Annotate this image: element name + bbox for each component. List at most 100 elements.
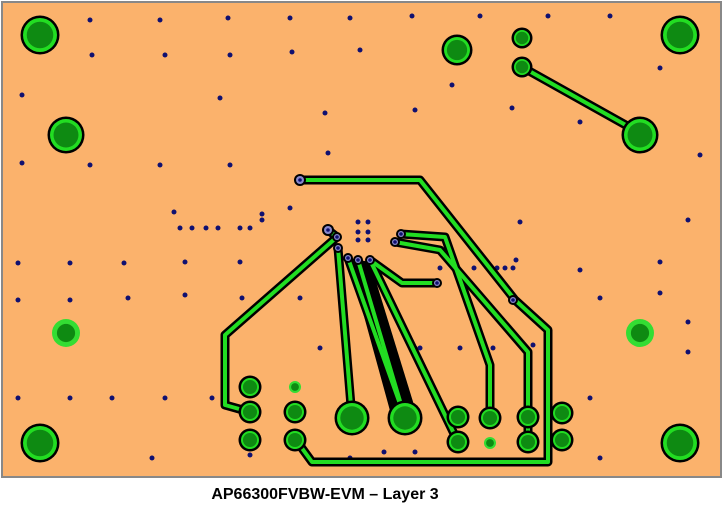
trace bbox=[356, 258, 407, 420]
pad-center bbox=[56, 323, 76, 343]
pad-center bbox=[287, 404, 303, 420]
via bbox=[457, 345, 463, 351]
trace bbox=[368, 258, 460, 444]
trace bbox=[294, 178, 550, 464]
pad-center bbox=[520, 434, 536, 450]
via bbox=[607, 13, 613, 19]
via bbox=[587, 395, 593, 401]
via-hole bbox=[346, 256, 350, 260]
via bbox=[325, 150, 331, 156]
via bbox=[239, 295, 245, 301]
via bbox=[545, 13, 551, 19]
pad-center bbox=[554, 432, 570, 448]
via bbox=[509, 105, 515, 111]
via bbox=[217, 95, 223, 101]
via-hole bbox=[335, 235, 339, 239]
via bbox=[355, 229, 361, 235]
via bbox=[357, 47, 363, 53]
via-hole bbox=[393, 240, 397, 244]
via bbox=[490, 345, 496, 351]
via bbox=[657, 290, 663, 296]
via bbox=[15, 395, 21, 401]
pad-center bbox=[242, 404, 258, 420]
via bbox=[203, 225, 209, 231]
via bbox=[322, 110, 328, 116]
via bbox=[247, 225, 253, 231]
trace-group bbox=[220, 62, 645, 467]
via bbox=[162, 395, 168, 401]
pad-center bbox=[515, 60, 529, 74]
via bbox=[227, 52, 233, 58]
via bbox=[109, 395, 115, 401]
pad-center bbox=[520, 409, 536, 425]
trace bbox=[393, 240, 530, 444]
via bbox=[355, 237, 361, 243]
via bbox=[685, 349, 691, 355]
via bbox=[171, 209, 177, 215]
pad-center bbox=[627, 122, 653, 148]
pad-center bbox=[666, 21, 694, 49]
via bbox=[477, 13, 483, 19]
pad-center bbox=[242, 379, 258, 395]
pad-center bbox=[287, 432, 303, 448]
trace bbox=[368, 258, 439, 285]
via bbox=[449, 82, 455, 88]
via bbox=[577, 267, 583, 273]
pcb-layer-view bbox=[1, 1, 722, 478]
via bbox=[177, 225, 183, 231]
trace bbox=[399, 232, 492, 420]
via bbox=[237, 225, 243, 231]
via bbox=[685, 217, 691, 223]
via bbox=[517, 219, 523, 225]
pad-center bbox=[482, 410, 498, 426]
via bbox=[162, 52, 168, 58]
trace bbox=[520, 65, 642, 135]
via bbox=[365, 219, 371, 225]
via bbox=[227, 162, 233, 168]
via-hole bbox=[336, 246, 340, 250]
via bbox=[149, 455, 155, 461]
via bbox=[657, 259, 663, 265]
via bbox=[87, 162, 93, 168]
via bbox=[530, 342, 536, 348]
via bbox=[597, 295, 603, 301]
via-hole bbox=[356, 258, 360, 262]
via bbox=[287, 205, 293, 211]
trace bbox=[336, 246, 354, 420]
via bbox=[182, 292, 188, 298]
pad-center bbox=[450, 434, 466, 450]
pad-center bbox=[630, 323, 650, 343]
via bbox=[365, 229, 371, 235]
via bbox=[225, 15, 231, 21]
via-hole bbox=[368, 258, 372, 262]
pad-center bbox=[450, 409, 466, 425]
via bbox=[685, 319, 691, 325]
pad-center bbox=[486, 439, 494, 447]
via bbox=[287, 15, 293, 21]
via bbox=[67, 297, 73, 303]
pad-center bbox=[393, 406, 417, 430]
via bbox=[215, 225, 221, 231]
via bbox=[157, 162, 163, 168]
via bbox=[412, 107, 418, 113]
via bbox=[502, 265, 508, 271]
via bbox=[67, 260, 73, 266]
via-hole bbox=[399, 232, 403, 236]
via bbox=[657, 65, 663, 71]
pad-group bbox=[20, 15, 700, 463]
via bbox=[513, 257, 519, 263]
pad-center bbox=[554, 405, 570, 421]
via bbox=[125, 295, 131, 301]
via-hole bbox=[326, 228, 330, 232]
pad-center bbox=[26, 429, 54, 457]
via-hole bbox=[511, 298, 515, 302]
via bbox=[259, 217, 265, 223]
via bbox=[157, 17, 163, 23]
pad-center bbox=[446, 39, 468, 61]
via bbox=[89, 52, 95, 58]
via bbox=[182, 259, 188, 265]
via bbox=[347, 15, 353, 21]
via bbox=[365, 237, 371, 243]
via bbox=[697, 152, 703, 158]
via bbox=[577, 119, 583, 125]
